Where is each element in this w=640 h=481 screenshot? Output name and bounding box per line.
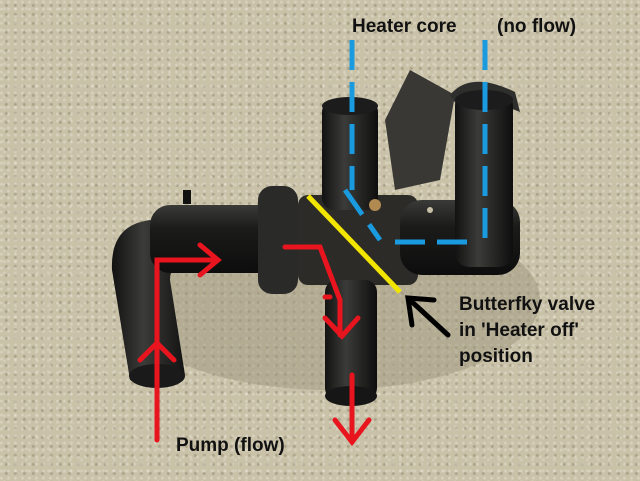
pipe-collar: [258, 186, 298, 294]
no-flow-path: [342, 40, 488, 245]
butterfly-label-line1: Butterfky valve: [459, 294, 596, 315]
rust-spot: [369, 199, 381, 211]
pointer-arrow: [405, 295, 451, 338]
butterfly-label-line2: in 'Heater off': [459, 320, 579, 341]
pump-flow-label: Pump (flow): [176, 435, 285, 456]
flow-path: [137, 242, 372, 447]
butterfly-label-line3: position: [459, 346, 533, 367]
no-flow-label: (no flow): [497, 16, 577, 37]
heater-core-label: Heater core: [352, 16, 457, 37]
valve-housing-top: [385, 70, 455, 190]
rust-spot: [427, 207, 433, 213]
butterfly-valve-line: [306, 194, 402, 294]
heater-core-spigot-left: [322, 100, 378, 210]
small-nipple: [183, 190, 191, 204]
